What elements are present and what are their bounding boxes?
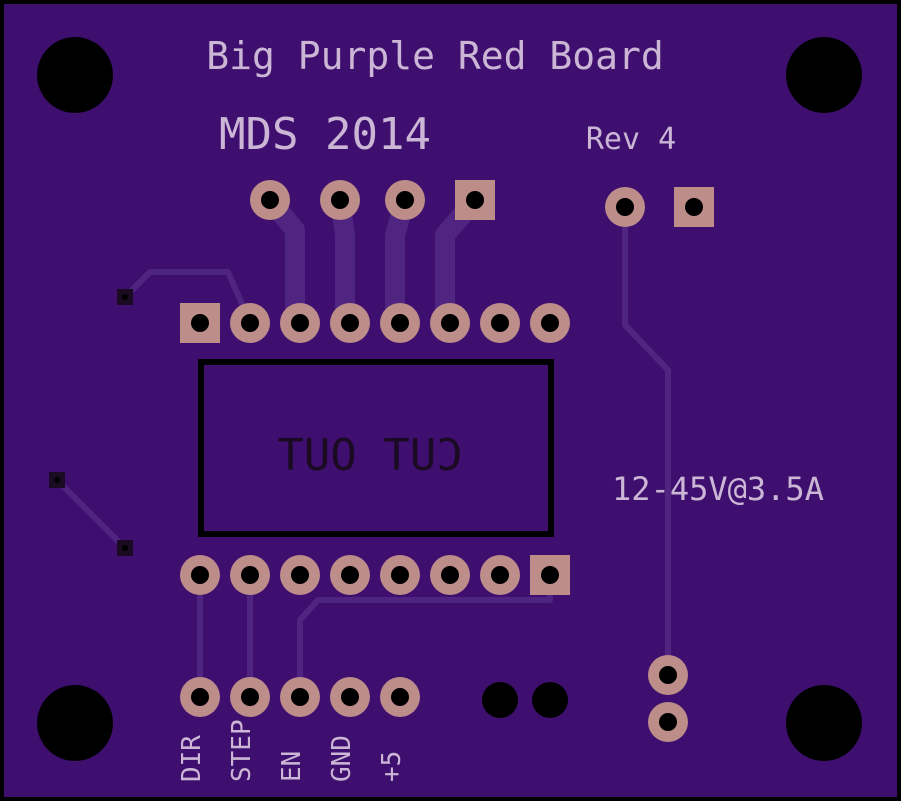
pin-label-gnd: GND [327, 735, 357, 782]
power-header-2-pin [605, 187, 714, 227]
voltage-rating: 12-45V@3.5A [612, 470, 824, 508]
aux-header-2-pin [648, 655, 688, 742]
pin-label-dir: DIR [177, 735, 207, 782]
cut-out-outline [198, 359, 554, 537]
trace-via-top-left [122, 269, 253, 325]
cut-out-label: CUT OUT [277, 430, 462, 481]
pin-label-5v: +5 [377, 751, 407, 782]
driver-top-row-pads [180, 303, 570, 343]
hole-small-2 [532, 682, 568, 718]
trace-via-mid-left [54, 477, 128, 551]
pin-label-step: STEP [227, 719, 257, 782]
vias [49, 289, 133, 556]
trace-power [622, 204, 671, 678]
mounting-hole-top-right [786, 37, 862, 113]
pin-label-en: EN [277, 751, 307, 782]
mounting-hole-top-left [37, 37, 113, 113]
mounting-holes [37, 37, 862, 761]
board-title: Big Purple Red Board [206, 34, 664, 78]
hole-small-1 [482, 682, 518, 718]
board-subtitle: MDS 2014 [219, 109, 431, 160]
driver-bottom-row-pads [180, 555, 570, 595]
mounting-hole-bottom-left [37, 685, 113, 761]
signal-header-5-pin [180, 677, 420, 717]
board-revision: Rev 4 [586, 122, 676, 157]
mounting-hole-bottom-right [786, 685, 862, 761]
header-4-pin [250, 180, 495, 220]
board-substrate [4, 4, 897, 797]
